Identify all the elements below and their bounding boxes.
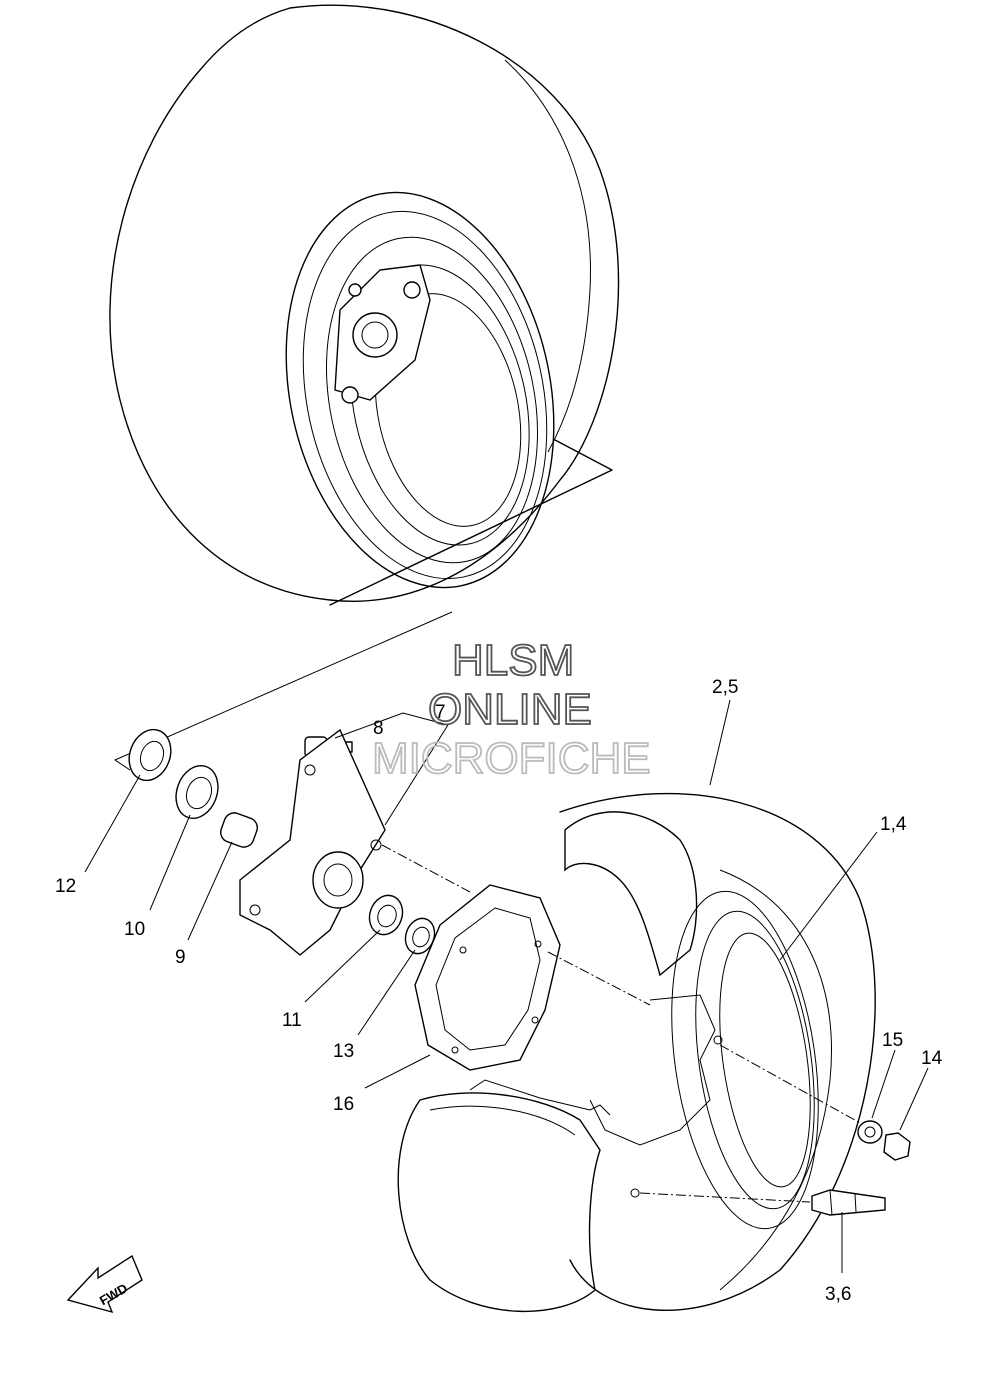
oil-seal-part-12 (128, 728, 172, 782)
callout-11: 11 (282, 1010, 302, 1031)
callout-14: 14 (921, 1048, 943, 1069)
callout-10: 10 (124, 919, 145, 940)
watermark-line-hlsm: HLSM (452, 636, 574, 685)
callout-12: 12 (55, 876, 76, 897)
watermark-line-microfiche: MICROFICHE (372, 734, 651, 783)
assembled-wheel (109, 4, 620, 606)
bracket-7-8 (334, 712, 449, 826)
callout-leaders (84, 699, 929, 1273)
callout-1-4: 1,4 (880, 814, 907, 835)
spacer-part-9 (220, 812, 258, 848)
assembly-guide-line (113, 611, 453, 771)
callout-16: 16 (333, 1094, 354, 1115)
bearing-part-10 (175, 765, 219, 819)
oil-seal-part-13 (404, 917, 436, 955)
nut-part-14 (883, 1132, 911, 1161)
valve-stem-part-3-6 (811, 1189, 886, 1216)
bearing-part-11 (368, 894, 404, 936)
washer-part-15 (857, 1120, 883, 1144)
callout-2-5: 2,5 (712, 677, 738, 698)
exploded-wheel (397, 792, 876, 1312)
spacer-ring-part-16 (414, 884, 561, 1071)
callout-3-6: 3,6 (825, 1284, 851, 1305)
fwd-direction-arrow: FWD (66, 1254, 143, 1314)
callout-8: 8 (373, 718, 384, 739)
hub-part-7 (239, 728, 386, 956)
callout-9: 9 (175, 947, 186, 968)
callout-13: 13 (333, 1041, 354, 1062)
watermark-line-online: ONLINE (428, 685, 592, 734)
watermark: HLSM ONLINE MICROFICHE (371, 635, 651, 784)
callout-15: 15 (882, 1030, 903, 1051)
callout-7: 7 (435, 702, 446, 723)
